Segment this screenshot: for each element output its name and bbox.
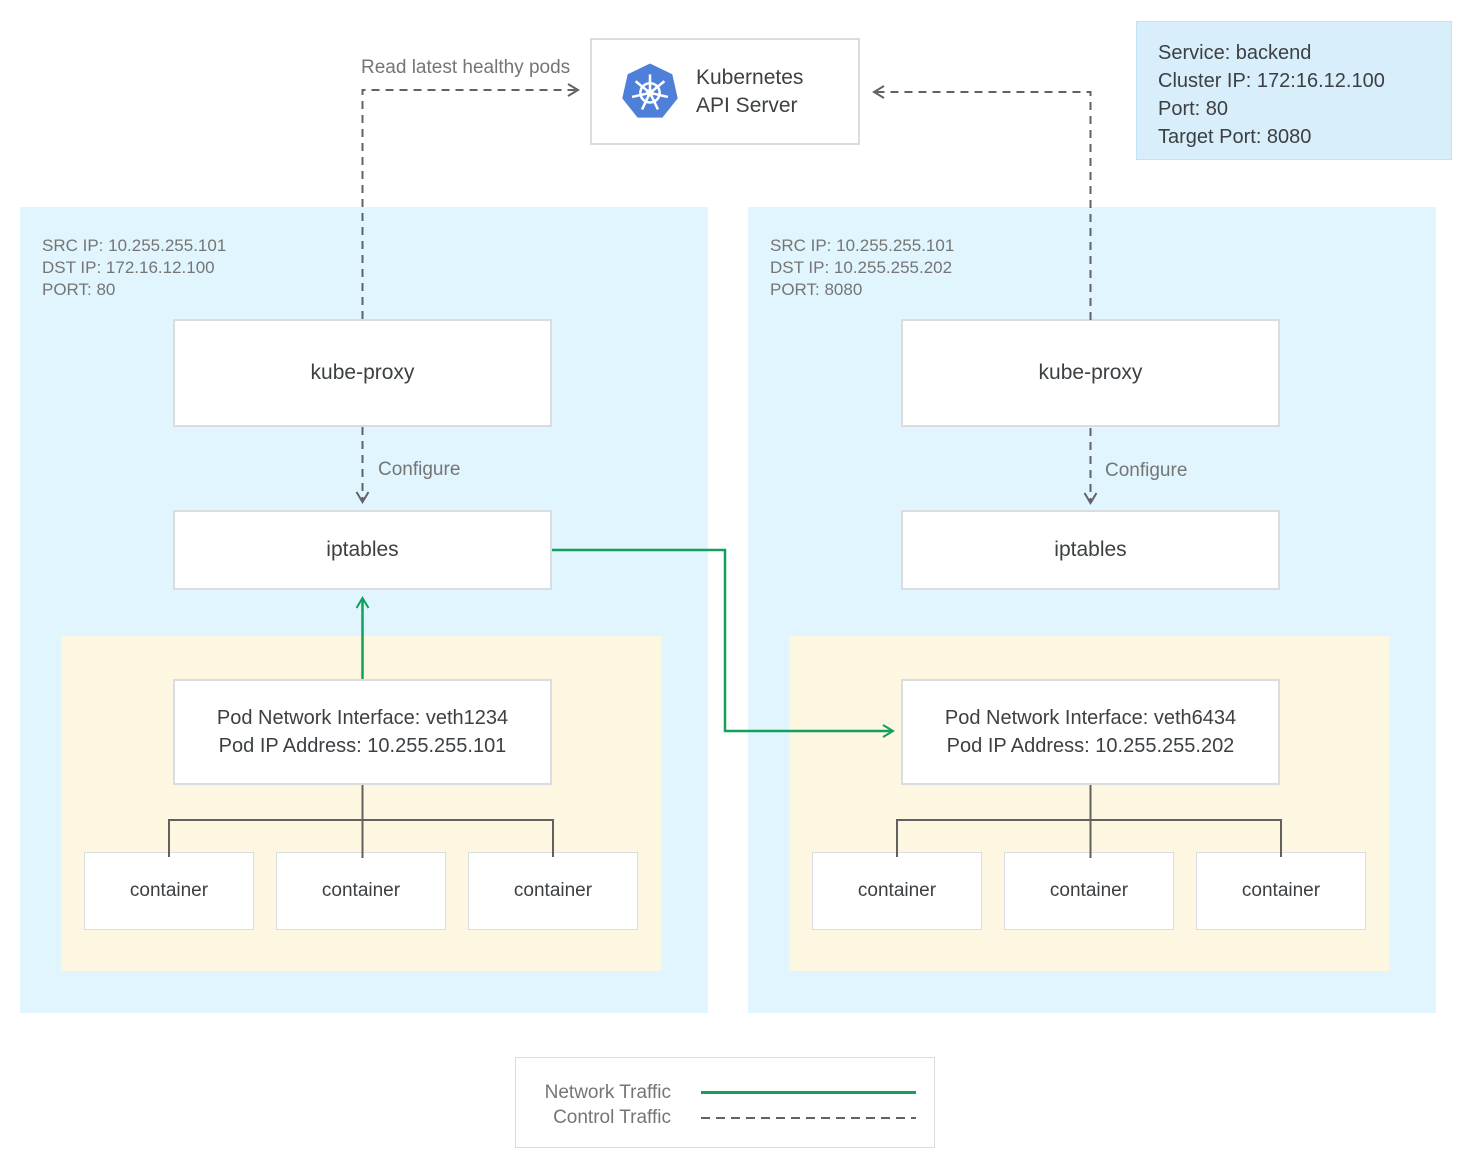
- service-port: Port: 80: [1158, 98, 1229, 120]
- pod-box-right: Pod Network Interface: veth6434 Pod IP A…: [789, 636, 1389, 971]
- pod-interface-box-left: Pod Network Interface: veth1234 Pod IP A…: [173, 679, 552, 785]
- container-box: container: [1004, 852, 1174, 930]
- legend-network-label: Network Traffic: [544, 1081, 671, 1103]
- container-box: container: [1196, 852, 1366, 930]
- dst-ip-label: DST IP: 10.255.255.202: [770, 258, 953, 277]
- legend-control-label: Control Traffic: [553, 1106, 671, 1128]
- node-left: SRC IP: 10.255.255.101 DST IP: 172.16.12…: [20, 207, 708, 1013]
- service-info-card: Service: backend Cluster IP: 172:16.12.1…: [1136, 21, 1452, 160]
- pod-box-left: Pod Network Interface: veth1234 Pod IP A…: [61, 636, 661, 971]
- legend-row-network: Network Traffic: [516, 1080, 934, 1105]
- port-label: PORT: 8080: [770, 280, 863, 299]
- port-label: PORT: 80: [42, 280, 116, 299]
- configure-label-right: Configure: [1105, 460, 1188, 481]
- api-server-box: Kubernetes API Server: [590, 38, 860, 145]
- legend-row-control: Control Traffic: [516, 1105, 934, 1130]
- read-latest-healthy-pods-label: Read latest healthy pods: [361, 57, 571, 78]
- container-box: container: [276, 852, 446, 930]
- container-box: container: [812, 852, 982, 930]
- api-server-title-line1: Kubernetes: [696, 65, 804, 89]
- service-target-port: Target Port: 8080: [1158, 126, 1312, 148]
- node-right: SRC IP: 10.255.255.101 DST IP: 10.255.25…: [748, 207, 1436, 1013]
- container-box: container: [84, 852, 254, 930]
- dst-ip-label: DST IP: 172.16.12.100: [42, 258, 215, 277]
- kube-proxy-box-right: kube-proxy: [901, 319, 1280, 427]
- control-traffic-line-swatch: [701, 1116, 916, 1119]
- pod-ip-line: Pod IP Address: 10.255.255.202: [946, 735, 1235, 757]
- src-ip-label: SRC IP: 10.255.255.101: [42, 236, 227, 255]
- api-server-title: Kubernetes API Server: [696, 64, 803, 120]
- src-ip-label: SRC IP: 10.255.255.101: [770, 236, 955, 255]
- pod-ip-line: Pod IP Address: 10.255.255.101: [218, 735, 507, 757]
- iptables-box-right: iptables: [901, 510, 1280, 590]
- service-name: Service: backend: [1158, 42, 1312, 64]
- legend-box: Network Traffic Control Traffic: [515, 1057, 935, 1148]
- iptables-box-left: iptables: [173, 510, 552, 590]
- service-cluster-ip: Cluster IP: 172:16.12.100: [1158, 70, 1385, 92]
- pod-interface-line: Pod Network Interface: veth1234: [216, 707, 509, 729]
- pod-interface-line: Pod Network Interface: veth6434: [944, 707, 1237, 729]
- kube-proxy-box-left: kube-proxy: [173, 319, 552, 427]
- api-server-title-line2: API Server: [696, 93, 798, 117]
- container-box: container: [468, 852, 638, 930]
- configure-label-left: Configure: [378, 459, 461, 480]
- node-left-meta: SRC IP: 10.255.255.101 DST IP: 172.16.12…: [42, 235, 226, 301]
- pod-interface-box-right: Pod Network Interface: veth6434 Pod IP A…: [901, 679, 1280, 785]
- network-traffic-line-swatch: [701, 1091, 916, 1094]
- node-right-meta: SRC IP: 10.255.255.101 DST IP: 10.255.25…: [770, 235, 954, 301]
- kubernetes-helm-icon: [618, 61, 682, 123]
